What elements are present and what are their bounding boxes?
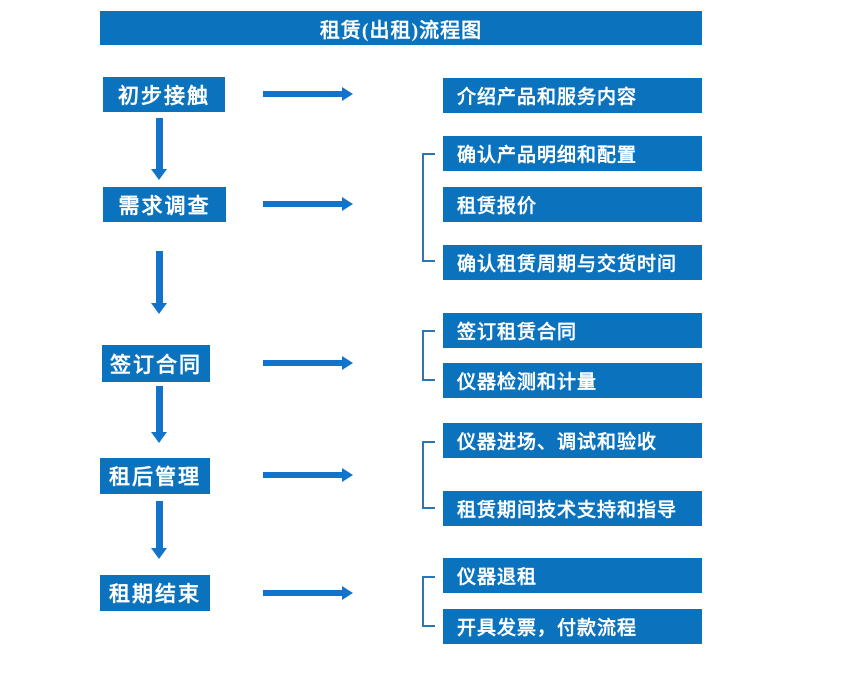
flowchart-title: 租赁(出租)流程图 [100,11,702,45]
down-arrow-shaft [156,118,163,169]
step-initial-contact: 初步接触 [103,77,225,112]
down-arrow-4 [151,501,168,559]
right-arrow-shaft [263,91,342,97]
step-sign-contract: 签订合同 [102,345,210,382]
down-arrow-shaft [156,386,163,432]
right-arrow-2 [263,197,353,211]
down-arrow-head [151,548,167,559]
down-arrow-2 [151,251,168,314]
detail-introduce-products: 介绍产品和服务内容 [443,78,702,113]
detail-sign-rental-contract: 签订租赁合同 [443,313,702,348]
down-arrow-1 [151,118,168,180]
right-arrow-head [342,87,353,101]
right-arrow-1 [263,87,353,101]
right-arrow-shaft [263,590,342,596]
right-arrow-3 [263,356,353,370]
right-arrow-5 [263,586,353,600]
right-arrow-head [342,197,353,211]
detail-instrument-setup-acceptance: 仪器进场、调试和验收 [443,423,702,458]
group-bracket-post-rental [422,441,435,509]
step-post-rental-management: 租后管理 [100,458,210,494]
down-arrow-head [151,303,167,314]
right-arrow-shaft [263,472,342,478]
down-arrow-shaft [156,251,163,303]
right-arrow-head [342,586,353,600]
detail-rental-tech-support: 租赁期间技术支持和指导 [443,491,702,526]
right-arrow-head [342,468,353,482]
down-arrow-3 [151,386,168,443]
down-arrow-head [151,432,167,443]
step-demand-survey: 需求调查 [103,187,226,222]
detail-rental-quote: 租赁报价 [443,187,702,222]
detail-confirm-product-details: 确认产品明细和配置 [443,136,702,171]
right-arrow-shaft [263,201,342,207]
right-arrow-4 [263,468,353,482]
detail-instrument-return: 仪器退租 [443,558,702,593]
down-arrow-shaft [156,501,163,548]
group-bracket-sign-contract [422,330,435,381]
right-arrow-head [342,356,353,370]
down-arrow-head [151,169,167,180]
detail-invoice-payment: 开具发票，付款流程 [443,609,702,644]
detail-confirm-period-delivery: 确认租赁周期与交货时间 [443,245,702,280]
group-bracket-lease-end [422,576,435,627]
detail-instrument-testing: 仪器检测和计量 [443,363,702,398]
step-lease-end: 租期结束 [100,575,210,611]
right-arrow-shaft [263,360,342,366]
group-bracket-demand-survey [422,153,435,262]
